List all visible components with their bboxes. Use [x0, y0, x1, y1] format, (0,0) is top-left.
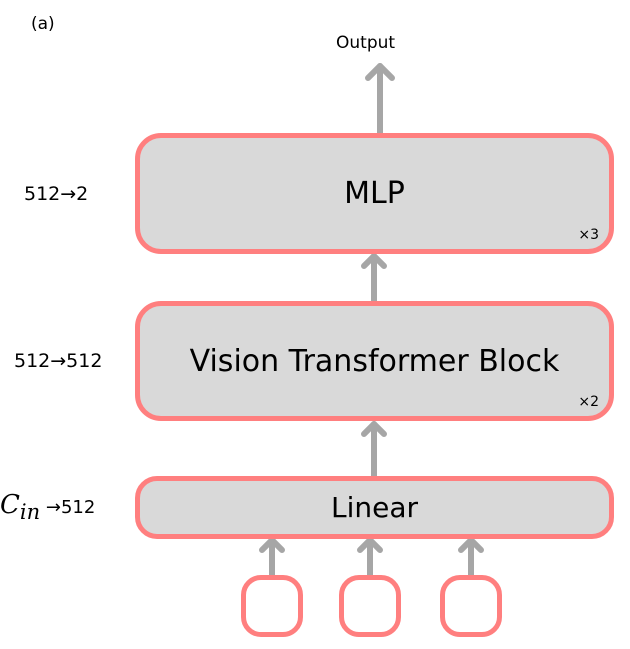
arrow-input-3: [458, 537, 484, 580]
input-token: [241, 575, 303, 637]
linear-block: Linear: [135, 476, 614, 539]
vit-dims-label: 512→512: [14, 350, 103, 372]
arrow-input-1: [259, 537, 285, 580]
vision-transformer-block: Vision Transformer Block ×2: [135, 301, 614, 421]
arrow-input-2: [357, 537, 383, 580]
linear-dims-to: →512: [45, 497, 96, 518]
c-symbol: C: [0, 490, 20, 520]
input-token: [339, 575, 401, 637]
mlp-block: MLP ×3: [135, 133, 614, 254]
mlp-repeat-count: ×3: [578, 227, 599, 243]
in-subscript: in: [19, 500, 41, 524]
vit-title: Vision Transformer Block: [189, 343, 560, 379]
arrow-vit-to-mlp: [361, 253, 387, 304]
arrow-mlp-to-output: [365, 63, 395, 136]
c-in-symbol: Cin: [0, 490, 40, 524]
arrow-linear-to-vit: [361, 421, 387, 479]
vit-repeat-count: ×2: [578, 394, 599, 410]
linear-title: Linear: [330, 491, 419, 524]
panel-label: (a): [31, 14, 55, 34]
input-token: [440, 575, 502, 637]
mlp-title: MLP: [344, 176, 405, 211]
mlp-dims-label: 512→2: [24, 183, 89, 205]
linear-dims-label: Cin →512: [0, 490, 95, 524]
output-label: Output: [336, 33, 396, 53]
